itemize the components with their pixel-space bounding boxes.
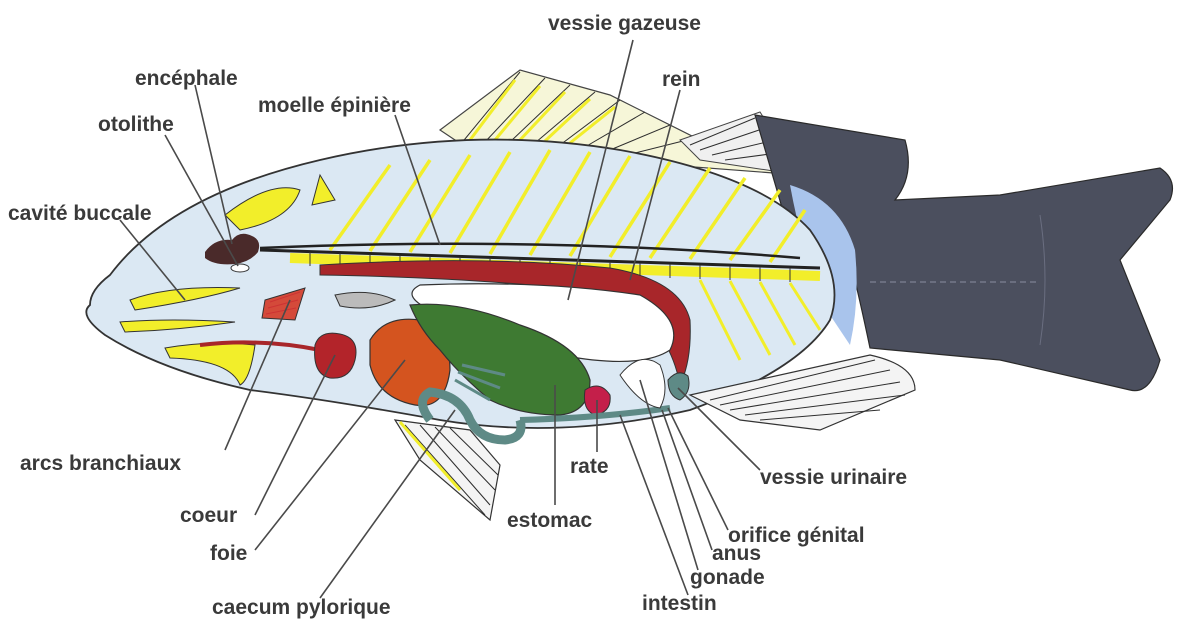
label-caecum-pylorique: caecum pylorique (212, 596, 391, 619)
label-foie: foie (210, 542, 247, 565)
label-arcs-branchiaux: arcs branchiaux (20, 452, 181, 475)
label-encephale: encéphale (135, 67, 238, 90)
label-intestin: intestin (642, 592, 717, 615)
label-cavite-buccale: cavité buccale (8, 202, 152, 225)
label-vessie-urinaire: vessie urinaire (760, 466, 907, 489)
label-estomac: estomac (507, 509, 593, 532)
label-moelle-epiniere: moelle épinière (258, 94, 411, 117)
label-coeur: coeur (180, 504, 237, 527)
label-gonade: gonade (690, 566, 765, 589)
otolith-organ (231, 264, 249, 272)
label-rate: rate (570, 455, 609, 478)
label-rein: rein (662, 68, 701, 91)
label-vessie-gazeuse: vessie gazeuse (548, 12, 701, 35)
label-anus: anus (712, 542, 761, 565)
label-otolithe: otolithe (98, 113, 174, 136)
